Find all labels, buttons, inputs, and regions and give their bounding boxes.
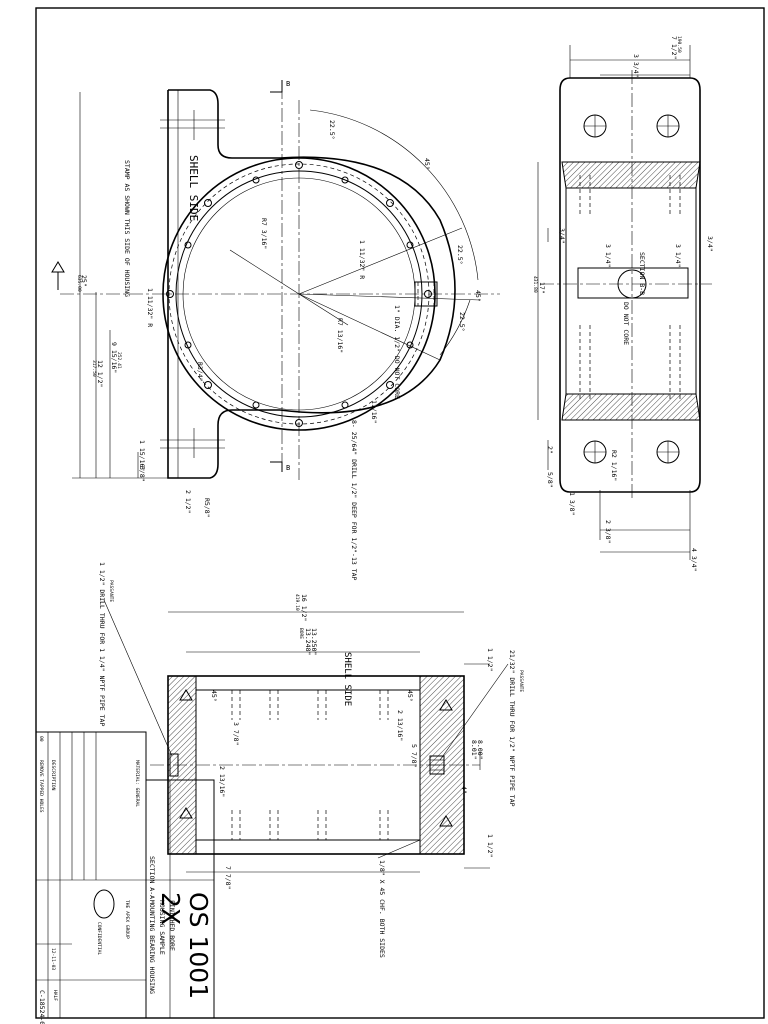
dim-bore: 13.250" [310,628,318,655]
dim-17: 17" [538,282,546,294]
dim-1-1-2-bottom: 1 1/2" [486,834,494,857]
radius-3-4: R3/4" [196,362,204,382]
dim-16-1-2: 16 1/2" [300,594,308,621]
dim-4: 4" [460,786,468,794]
dim-2-3-8: 2 3/8" [604,520,612,543]
drill-bottom-note: 1 1/2" DRILL THRU FOR 1 1/4" NPTF PIPE T… [98,562,106,726]
section-a-label: SECTION A-A [148,856,156,899]
section-b-no-core: DO NOT CORE [622,302,630,345]
company: THE APEX GROUP [124,900,130,939]
section-b-view: SECTION B-B DO NOT CORE 7 1/2" 190.50 3 … [532,36,714,571]
width-12-1-2: 12 1/2" [96,360,104,387]
angle-22-5-right: 22.5° [456,245,464,265]
dim-2: 2" [546,446,554,454]
overall-height-25: 25" [80,275,88,287]
title-line-1: MOUNTING BEARING HOUSING [148,900,156,994]
dim-16-1-2-mm: 419.10 [294,594,300,611]
shell-side-top: SHELL SIDE [187,155,200,221]
dim-4-3-4: 4 3/4" [690,548,698,571]
dim-8-00: 8.00" [476,740,484,760]
passante-bottom: PASSANTE [108,580,114,602]
dim-3-3-4: 3 3/4" [632,54,640,77]
overall-height-mm: 635.00 [76,275,82,292]
angle-45-top: 45° [423,158,431,170]
base-5-8: 5/8" [138,466,146,482]
base-2-1-2: 2 1/2" [184,490,192,513]
radius-7-3-16: R7 3/16" [260,218,268,249]
chamfer-11-16: 11/16" [370,400,378,423]
dim-5-7-8: 5 7/8" [410,744,418,767]
width-12-1-2-mm: 317.50 [91,360,97,377]
radius-1-11-32-a: 1 11/32" R [358,240,366,279]
title-line-2: HOUSING SAMPLE [158,900,166,955]
dim-5-8-b: 5/8" [546,472,554,488]
dim-2-13-16-a: 2 13/16" [396,710,404,741]
radius-5-8: R5/8" [203,498,211,518]
dim-r2-1-16: R2 1/16" [610,450,618,481]
thread-note: 1" DIA. 1/2" DO NOT CORE [393,305,401,399]
rev: 00 [38,736,44,742]
stamp-note: STAMP AS SHOWN THIS SIDE OF HOUSING [123,160,131,297]
chamfer-note: 1/8" X 45 CHF. BOTH SIDES [378,860,386,958]
passante-top: PASSANTE [518,670,524,692]
dim-3-1-4-a: 3 1/4" [604,244,612,267]
title-line-3: FINISHED BORE [168,900,176,951]
part-quantity: 2X [156,892,185,925]
dim-3-7-8: 3 7/8" [232,722,240,745]
hatch-band-bottom [561,393,701,421]
radius-7-13-16: R7 13/16" [336,318,344,353]
sheet-border [35,7,765,1019]
dim-8-01: 8.01" [470,740,478,760]
scale: HALF [52,990,58,1001]
section-mark-b-bottom: B [286,464,290,472]
confidential: CONFIDENTIAL [96,922,102,955]
dim-bore-alt: 13.248" [304,628,312,655]
bolt-holes [166,161,432,427]
drawing-number: C-18524-00 [38,990,46,1024]
material-note: MATERIAL: GENERAL [134,760,140,807]
title-block: C-18524-00 HALF 12-11-03 00 DESCRIPTION … [35,731,215,1024]
dim-7-7-8: 7 7/8" [224,866,232,889]
angle-45-right: 45° [474,290,482,302]
base-1-15-16: 1 15/16" [138,440,146,471]
dim-3-4-b: 3/4" [706,236,714,252]
angle-22-5-top: 22.5° [328,120,336,140]
width-9-15-16-mm: 252.41 [116,352,122,369]
dim-1-3-8: 1 3/8" [568,492,576,515]
drill-top-note: 21/32" DRILL THRU FOR 1/2" NPTF PIPE TAP [508,650,516,807]
radius-1-11-32-b: 1 11/32" R [146,288,154,327]
angle-45-b: 45° [406,690,414,702]
dim-3-1-4-b: 3 1/4" [674,244,682,267]
date: 12-11-03 [50,948,56,970]
section-a-view: SECTION A-A SHELL SIDE 16 1/2" 419.10 13… [98,562,524,958]
angle-22-5-lower: 22.5° [458,312,466,332]
top-view: B B [51,80,500,581]
hatch-band-top [561,161,701,189]
dim-2-13-16-b: 2 13/16" [218,766,226,797]
dim-1-1-2-top: 1 1/2" [486,648,494,671]
dim-7-1-2: 7 1/2" [670,36,678,59]
dim-bore-label: BORE [298,628,304,639]
section-mark-b-top: B [286,80,290,88]
dim-7-1-2-mm: 190.50 [676,36,682,53]
section-b-label: SECTION B-B [638,252,646,295]
part-number: OS 1001 [184,892,213,999]
width-9-15-16: 9 15/16" [110,342,118,373]
remove-holes-note: REMOVE TAPPED HOLES [38,760,44,813]
dim-17-mm: 431.80 [532,276,538,293]
shell-side-bottom: SHELL SIDE [342,652,352,706]
angle-45-a: 45° [210,690,218,702]
hole-note: 8- 25/64" DRILL 1/2" DEEP FOR 1/2"-13 TA… [350,420,358,581]
dim-3-4-a: 3/4" [558,228,566,244]
description-header: DESCRIPTION [50,760,56,791]
